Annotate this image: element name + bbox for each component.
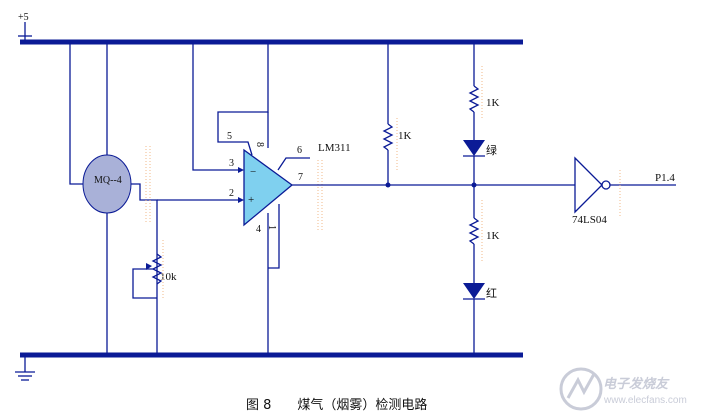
watermark-logo: [559, 367, 603, 411]
r2-label: 1K: [486, 97, 500, 109]
minus-sign: −: [250, 166, 256, 178]
r1-label: 1K: [398, 130, 412, 142]
red-led-resistor: [468, 217, 480, 245]
pin6-wire: [277, 157, 310, 171]
pin5-wire: [217, 42, 269, 156]
pin1-wire: [268, 204, 280, 269]
ground-symbol: [15, 355, 35, 381]
r3-label: 1K: [486, 230, 500, 242]
output-label: P1.4: [655, 172, 675, 184]
inverter-label: 74LS04: [572, 214, 607, 226]
supply-symbol: [18, 22, 32, 42]
pullup-resistor: [382, 123, 394, 151]
mq4-sensor: [82, 154, 132, 214]
red-led: [463, 283, 485, 299]
pin6-label: 6: [297, 145, 302, 156]
pin8-label: 8: [254, 142, 265, 147]
inverting-input-wire: [192, 42, 238, 171]
lm311-comparator: [243, 148, 294, 227]
pin7-label: 7: [298, 172, 303, 183]
pot-label: 10k: [160, 271, 177, 283]
sensor-wire-right: [130, 183, 158, 355]
red-led-label: 红: [486, 287, 497, 300]
watermark-text: 电子发烧友: [603, 376, 670, 392]
green-led-resistor: [468, 85, 480, 113]
figure-caption: 图 8 煤气（烟雾）检测电路: [246, 397, 427, 413]
plus-sign: +: [248, 194, 254, 206]
green-led: [463, 140, 485, 156]
comparator-label: LM311: [318, 142, 351, 154]
pin1-label: 1: [266, 225, 277, 230]
sensor-label: MQ--4: [94, 175, 122, 186]
74ls04-inverter: [574, 156, 603, 214]
pin5-label: 5: [227, 131, 232, 142]
pin4-label: 4: [256, 224, 261, 235]
pin3-label: 3: [229, 158, 234, 169]
pin2-label: 2: [229, 188, 234, 199]
watermark-url: www.elecfans.com: [603, 395, 687, 406]
junction-dot: [385, 182, 391, 188]
supply-label: +5: [18, 12, 29, 23]
potentiometer: [132, 253, 163, 299]
green-led-label: 绿: [486, 143, 497, 157]
sensor-wire-left: [69, 42, 85, 185]
